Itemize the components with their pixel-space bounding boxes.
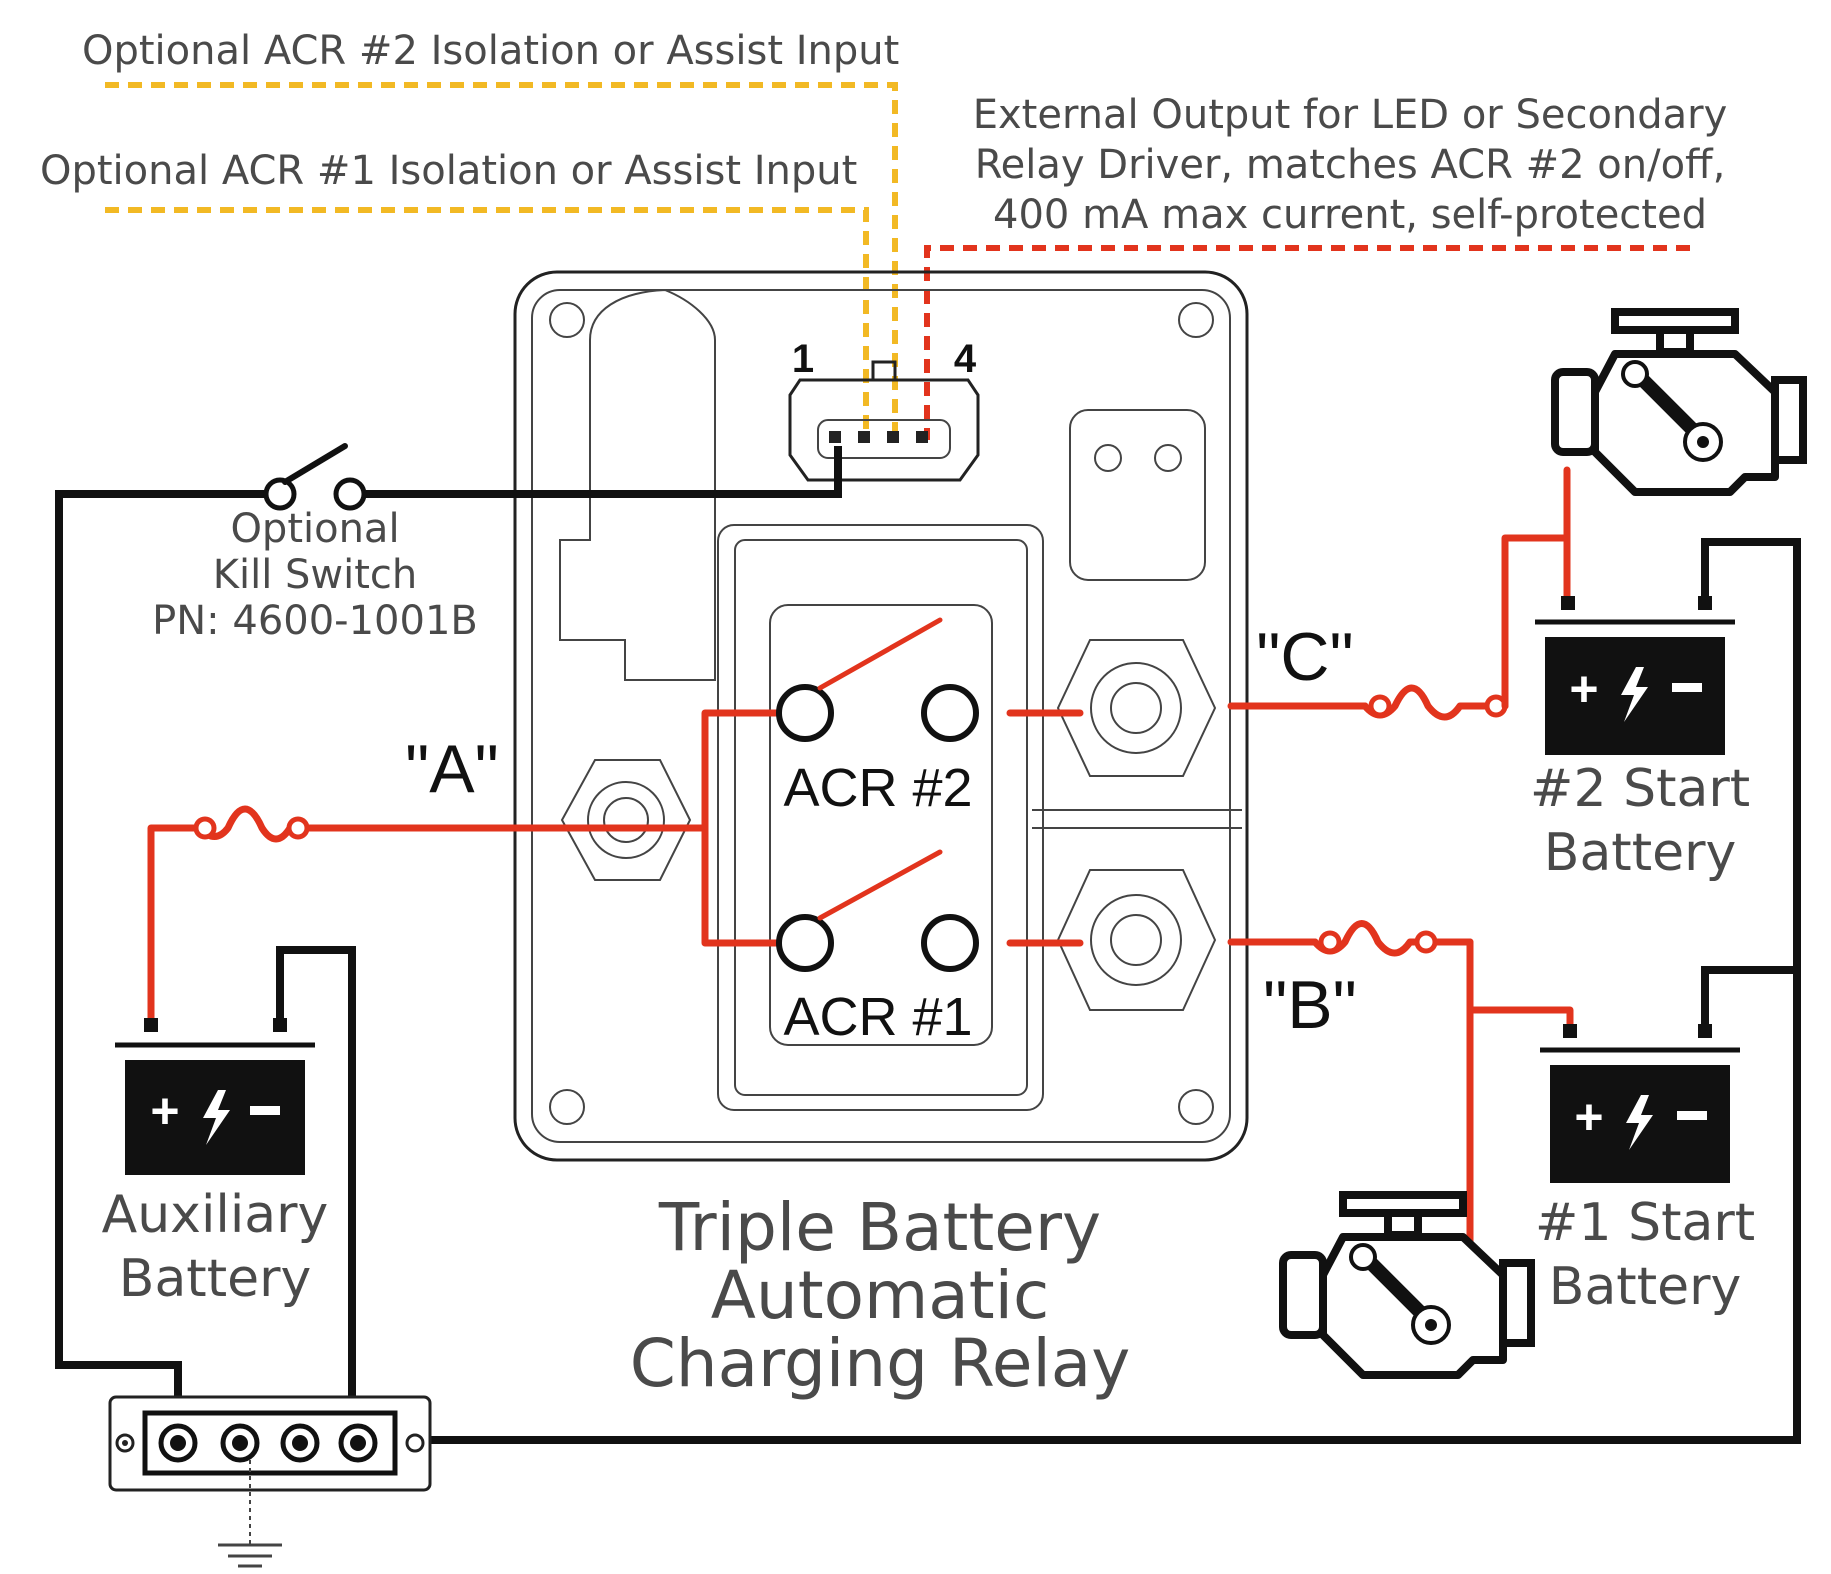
terminal-a-label: "A": [405, 731, 499, 807]
title-line-2: Automatic: [711, 1257, 1049, 1334]
kill-switch-label-1: Optional: [230, 506, 399, 552]
kill-switch-wire: [55, 446, 842, 1369]
kill-switch-icon: [263, 443, 367, 511]
acr-1-switch-icon: [776, 849, 979, 972]
terminal-c-label: "C": [1256, 619, 1353, 695]
acr-1-label: ACR #1: [783, 987, 972, 1047]
terminal-c-wire: [1006, 702, 1369, 717]
aux-positive-wire: [147, 824, 204, 1022]
busbar-icon: [108, 1395, 432, 1492]
start1-positive-wire: [1466, 938, 1574, 1249]
terminal-b-wire: [1006, 938, 1319, 947]
svg-text:+: +: [150, 1083, 179, 1139]
external-output-wire: [924, 245, 1690, 440]
start2-positive-wire: [1501, 466, 1571, 710]
svg-text:+: +: [1574, 1089, 1603, 1145]
acr2-input-wire: [105, 82, 898, 440]
ext-output-label-1: External Output for LED or Secondary: [973, 92, 1728, 138]
aux-battery-icon: +: [115, 1018, 315, 1175]
svg-text:+: +: [1569, 661, 1598, 717]
relay-housing: [513, 270, 1249, 1162]
start2-battery-label-2: Battery: [1544, 823, 1736, 883]
start2-battery-icon: +: [1535, 596, 1735, 755]
engine-2-icon: [1551, 308, 1807, 496]
acr2-input-label: Optional ACR #2 Isolation or Assist Inpu…: [82, 28, 899, 74]
acr-2-switch-icon: [776, 617, 979, 742]
start1-battery-label-1: #1 Start: [1535, 1193, 1755, 1253]
ext-output-label-3: 400 mA max current, self-protected: [993, 192, 1707, 238]
title-line-1: Triple Battery: [658, 1189, 1101, 1266]
pin-1-label: 1: [792, 337, 814, 381]
terminal-a-stud: [560, 759, 692, 881]
aux-battery-label-1: Auxiliary: [102, 1185, 329, 1245]
fuse-a-icon: [196, 805, 311, 843]
title-line-3: Charging Relay: [630, 1325, 1131, 1402]
aux-battery-label-2: Battery: [119, 1249, 311, 1309]
connector-icon: [788, 360, 980, 482]
pin-4-label: 4: [954, 337, 977, 381]
ext-output-label-2: Relay Driver, matches ACR #2 on/off,: [975, 142, 1726, 188]
start1-battery-icon: +: [1540, 1024, 1740, 1183]
start2-battery-label-1: #2 Start: [1530, 759, 1750, 819]
kill-switch-label-2: Kill Switch: [213, 552, 418, 598]
terminal-b-label: "B": [1263, 967, 1357, 1043]
acr1-input-wire: [105, 207, 869, 440]
terminal-c-stud: [1056, 639, 1217, 777]
ground-icon: [218, 1460, 282, 1568]
acr-2-label: ACR #2: [783, 758, 972, 818]
ground-return-wire: [416, 538, 1801, 1444]
acr1-input-label: Optional ACR #1 Isolation or Assist Inpu…: [40, 148, 857, 194]
kill-switch-label-3: PN: 4600-1001B: [152, 598, 478, 644]
start1-battery-label-2: Battery: [1549, 1257, 1741, 1317]
engine-1-icon: [1279, 1191, 1535, 1379]
terminal-a-bus: [303, 709, 784, 947]
aux-negative-wire: [276, 946, 356, 1444]
